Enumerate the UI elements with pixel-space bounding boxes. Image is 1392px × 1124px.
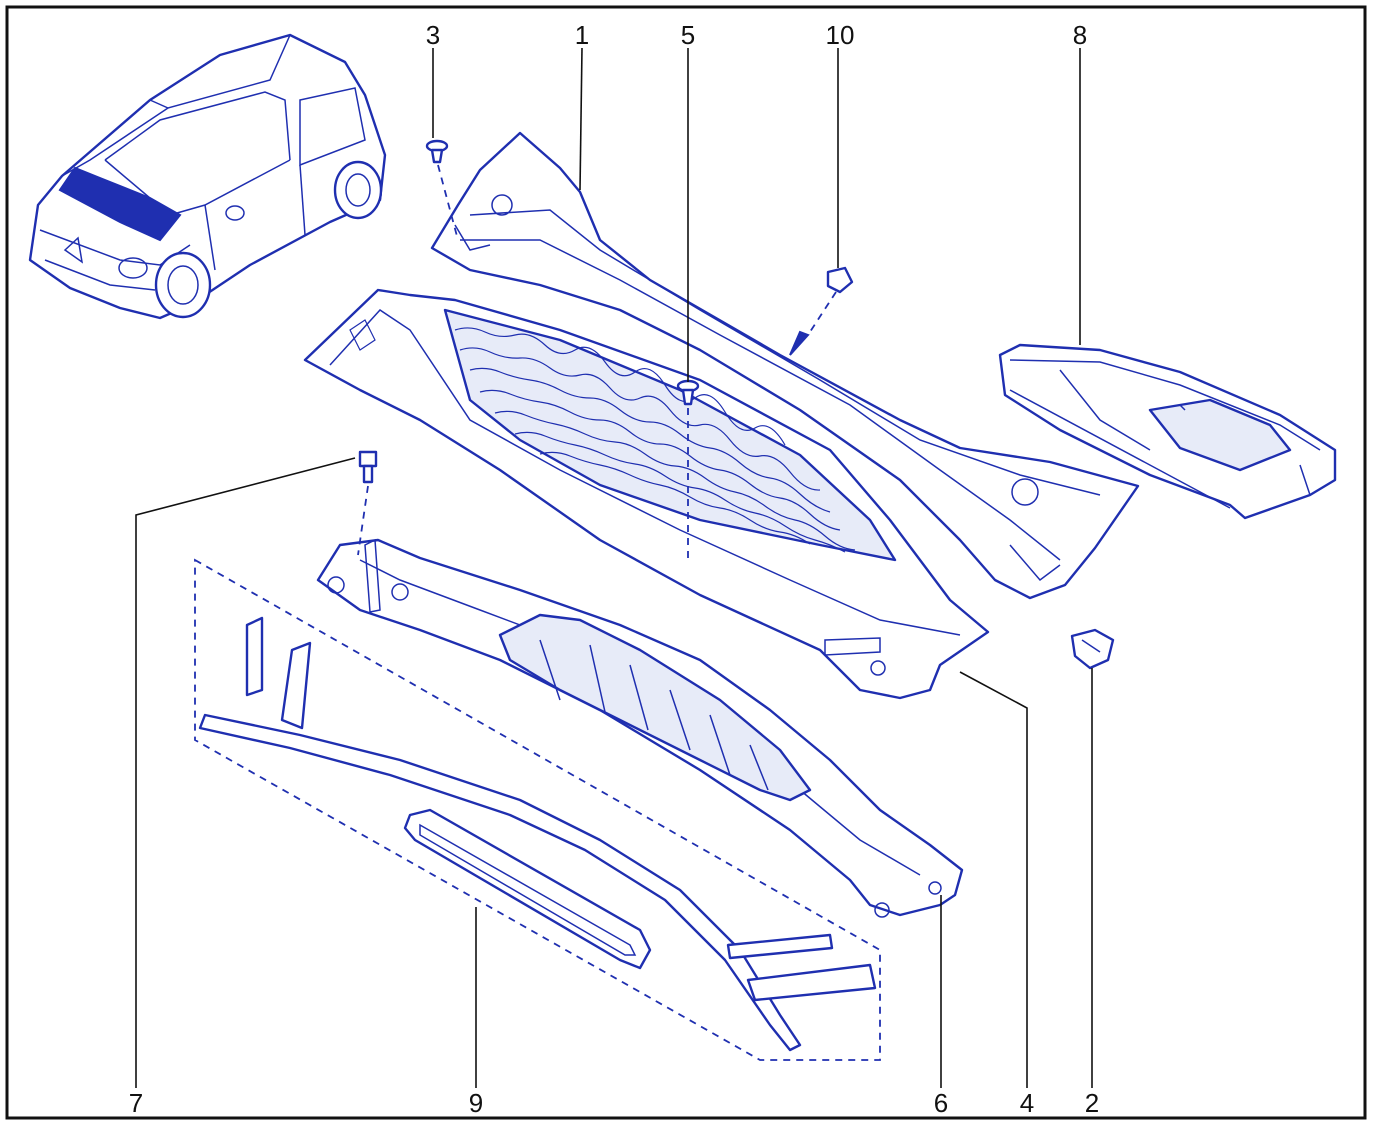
part-1-upper-cowl-panel (430, 131, 1140, 600)
leader-1 (579, 47, 583, 191)
label-3: 3 (426, 20, 440, 50)
label-10: 10 (826, 20, 855, 50)
label-6: 6 (934, 1088, 948, 1118)
leader-7 (135, 457, 356, 1088)
fastener-7-bolt (357, 450, 378, 556)
label-1: 1 (575, 20, 589, 50)
diagram-frame (5, 5, 1367, 1120)
label-5: 5 (681, 20, 695, 50)
leader-lines (135, 47, 1093, 1088)
fastener-5-screw (676, 379, 700, 560)
callout-labels: 3 1 5 10 8 7 9 6 4 2 (129, 20, 1099, 1118)
label-9: 9 (469, 1088, 483, 1118)
part-6-lower-tray (316, 538, 964, 918)
leader-4 (959, 671, 1028, 1088)
part-8-side-duct (998, 343, 1337, 520)
label-8: 8 (1073, 20, 1087, 50)
fastener-10-clip (789, 266, 854, 356)
label-4: 4 (1020, 1088, 1034, 1118)
fastener-3-screw (425, 139, 459, 241)
label-7: 7 (129, 1088, 143, 1118)
part-4-grille-panel (303, 288, 990, 700)
part-9-seal-kit (194, 558, 881, 1061)
label-2: 2 (1085, 1088, 1099, 1118)
highlighted-cowl-area (58, 166, 182, 242)
vehicle-thumbnail (28, 33, 387, 320)
fastener-2-clip (1070, 628, 1115, 670)
